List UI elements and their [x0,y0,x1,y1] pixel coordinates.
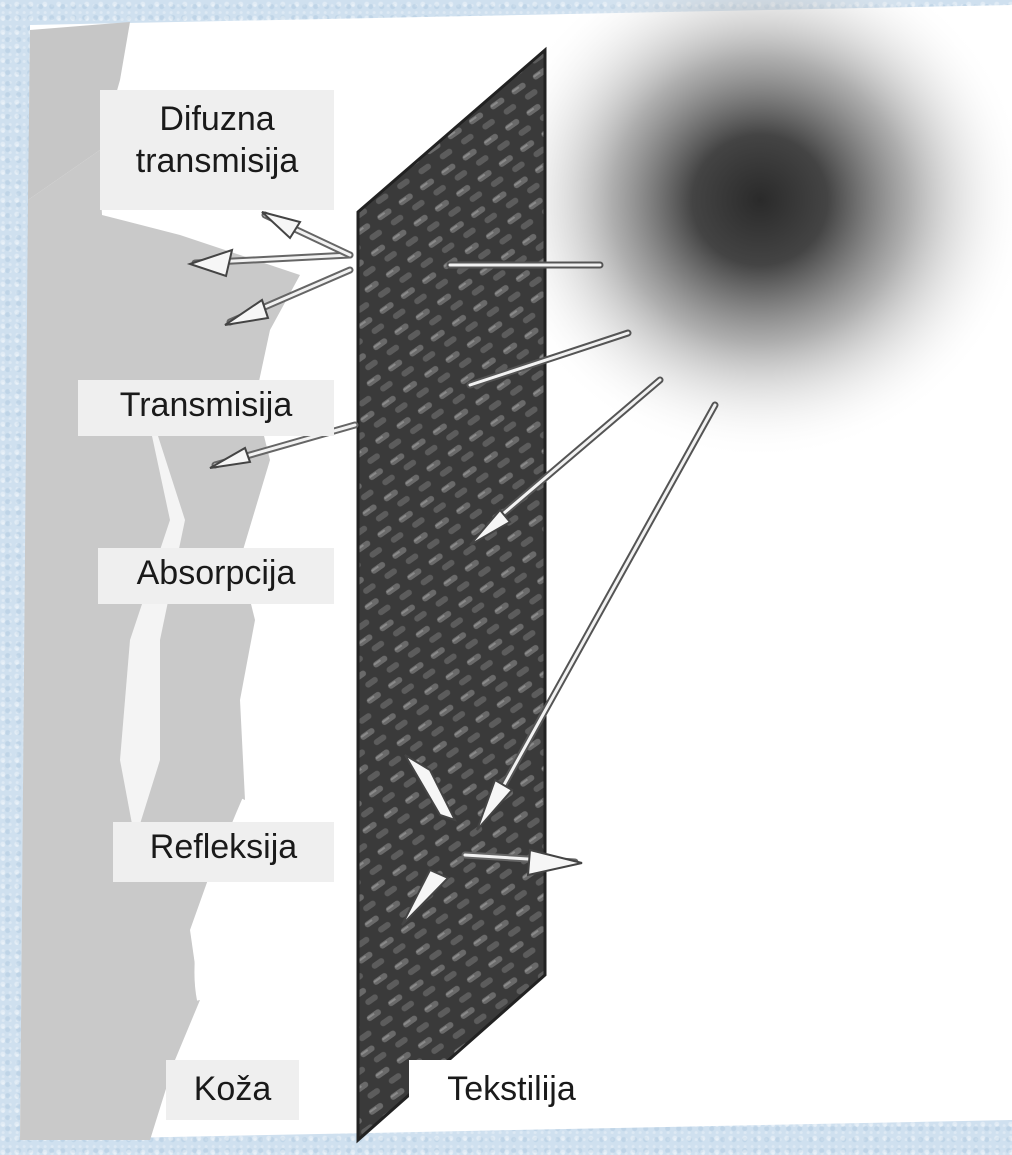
label-diffuse-transmission: Difuzna transmisija [100,90,334,210]
textile-panel [358,50,545,1140]
label-transmission: Transmisija [78,380,334,436]
label-diffuse-line2: transmisija [110,140,324,182]
label-textile: Tekstilija [409,1060,614,1120]
label-absorption: Absorpcija [98,548,334,604]
label-diffuse-line1: Difuzna [110,98,324,140]
label-reflection: Refleksija [113,822,334,882]
label-skin: Koža [166,1060,299,1120]
